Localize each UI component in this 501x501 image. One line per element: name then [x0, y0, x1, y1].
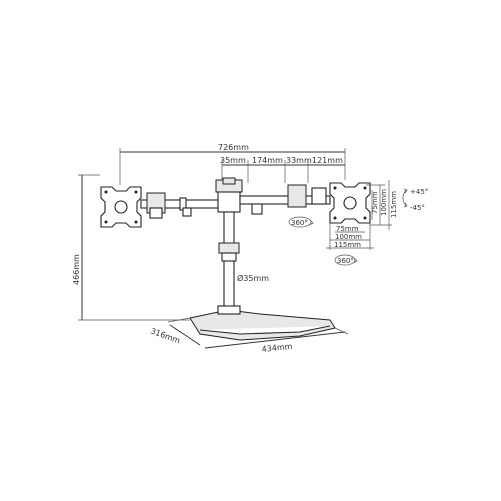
- pole-diameter-label: Ø35mm: [237, 273, 269, 283]
- arm-segment-label: 174mm: [252, 156, 283, 165]
- plate-rotation-indicator: 360°: [334, 254, 358, 266]
- vesa-large-vertical-label: 100mm: [380, 189, 388, 216]
- vesa-small-horizontal-label: 75mm: [336, 225, 359, 233]
- end-segment-label: 121mm: [312, 156, 343, 165]
- plate-rotation-label: 360°: [337, 257, 354, 265]
- tilt-down-label: -45°: [410, 204, 425, 212]
- vesa-vertical-dimensions: 75mm 100mm 115mm: [366, 180, 398, 230]
- left-arm: [140, 192, 222, 219]
- base: [189, 305, 336, 341]
- plate-height-label: 115mm: [390, 191, 398, 218]
- height-dimension: 466mm: [72, 174, 190, 321]
- arm-swivel-label: 360°: [291, 219, 308, 227]
- center-pole-clamp: [215, 177, 243, 213]
- left-vesa-plate: [100, 186, 142, 228]
- pole: Ø35mm: [218, 211, 269, 321]
- base-width-dimension: 434mm: [204, 327, 349, 354]
- plate-width-label: 115mm: [334, 241, 361, 249]
- base-width-label: 434mm: [261, 342, 293, 354]
- vesa-small-vertical-label: 75mm: [371, 191, 379, 214]
- vesa-horizontal-dimensions: 75mm 100mm 115mm: [326, 223, 374, 250]
- tilt-indicator: +45° -45°: [402, 188, 428, 212]
- right-arm: [239, 184, 331, 215]
- overall-width-label: 726mm: [218, 143, 249, 152]
- right-vesa-plate: [329, 182, 371, 224]
- pole-offset-label: 35mm: [220, 156, 246, 165]
- vesa-large-horizontal-label: 100mm: [335, 233, 362, 241]
- arm-swivel-indicator: 360°: [288, 216, 314, 228]
- tilt-up-label: +45°: [410, 188, 428, 196]
- joint-gap-label: 33mm: [286, 156, 312, 165]
- height-label: 466mm: [72, 254, 81, 285]
- segment-dimensions: 35mm 174mm 33mm 121mm: [220, 156, 345, 183]
- overall-width-dimension: 726mm: [119, 143, 346, 185]
